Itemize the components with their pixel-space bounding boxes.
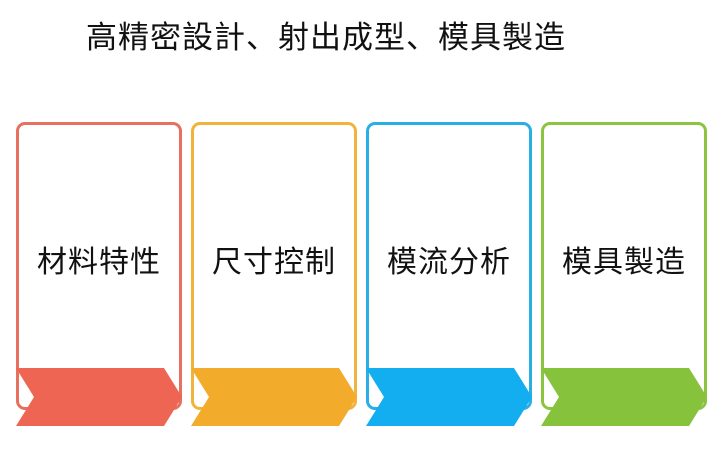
card-mold-manufacturing: 模具製造: [541, 122, 707, 410]
arrow-shape: [541, 368, 707, 426]
card-material-properties: 材料特性: [16, 122, 182, 410]
card-mold-flow-analysis: 模流分析: [366, 122, 532, 410]
arrow-shape: [191, 368, 357, 426]
chevron-arrow-icon: [191, 368, 357, 426]
chevron-arrow-icon: [541, 368, 707, 426]
arrow-shape: [16, 368, 182, 426]
card-label: 模具製造: [562, 245, 686, 280]
card-label: 材料特性: [37, 245, 161, 280]
page-title: 高精密設計、射出成型、模具製造: [86, 20, 566, 56]
chevron-arrow-icon: [16, 368, 182, 426]
card-label: 模流分析: [387, 245, 511, 280]
card-dimension-control: 尺寸控制: [191, 122, 357, 410]
arrow-shape: [366, 368, 532, 426]
card-label: 尺寸控制: [212, 245, 336, 280]
chevron-arrow-icon: [366, 368, 532, 426]
